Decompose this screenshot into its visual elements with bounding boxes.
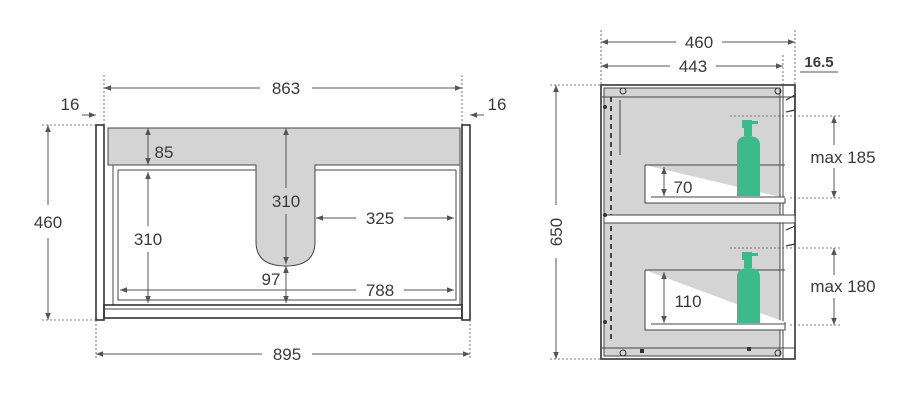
left-side-panel bbox=[95, 124, 105, 321]
dim-460-side-label: 460 bbox=[685, 33, 713, 52]
middle-divider bbox=[603, 214, 796, 224]
dim-310-cutout-label: 310 bbox=[272, 192, 300, 211]
fastener-icon bbox=[747, 347, 751, 351]
dim-16-5-label: 16.5 bbox=[804, 54, 833, 71]
front-view: 863 16 16 460 85 310 310 325 97 788 bbox=[34, 75, 507, 364]
dim-max-185-label: max 185 bbox=[810, 148, 875, 167]
screw-icon bbox=[774, 87, 782, 95]
dim-110-label: 110 bbox=[674, 292, 701, 311]
dim-16-right-label: 16 bbox=[488, 95, 507, 114]
screw-icon bbox=[603, 320, 607, 324]
dim-650-label: 650 bbox=[547, 218, 566, 246]
dim-70-label: 70 bbox=[674, 178, 693, 197]
hinge-icon bbox=[785, 225, 796, 247]
screw-icon bbox=[619, 87, 627, 95]
screw-icon bbox=[603, 105, 607, 109]
dim-310-inner-label: 310 bbox=[134, 230, 162, 249]
dim-16-left-label: 16 bbox=[61, 95, 80, 114]
dim-85-label: 85 bbox=[155, 143, 174, 162]
screw-icon bbox=[774, 349, 782, 357]
right-side-panel bbox=[461, 124, 471, 321]
dim-895-label: 895 bbox=[273, 345, 301, 364]
dim-460-label: 460 bbox=[34, 213, 62, 232]
screw-icon bbox=[603, 213, 607, 217]
dim-788-label: 788 bbox=[366, 281, 394, 300]
hinge-icon bbox=[785, 93, 796, 113]
lower-bottle-icon bbox=[737, 252, 760, 323]
dim-863-label: 863 bbox=[272, 79, 300, 98]
screw-icon bbox=[619, 349, 627, 357]
dim-max-180-label: max 180 bbox=[810, 277, 875, 296]
bottom-rail bbox=[103, 304, 463, 319]
fastener-icon bbox=[640, 349, 644, 353]
dim-325-label: 325 bbox=[366, 209, 394, 228]
upper-bottle-icon bbox=[737, 120, 760, 196]
dim-97-label: 97 bbox=[262, 270, 281, 289]
dim-443-label: 443 bbox=[679, 57, 707, 76]
side-view: 460 443 16.5 650 70 110 max 185 max 180 bbox=[547, 30, 876, 360]
